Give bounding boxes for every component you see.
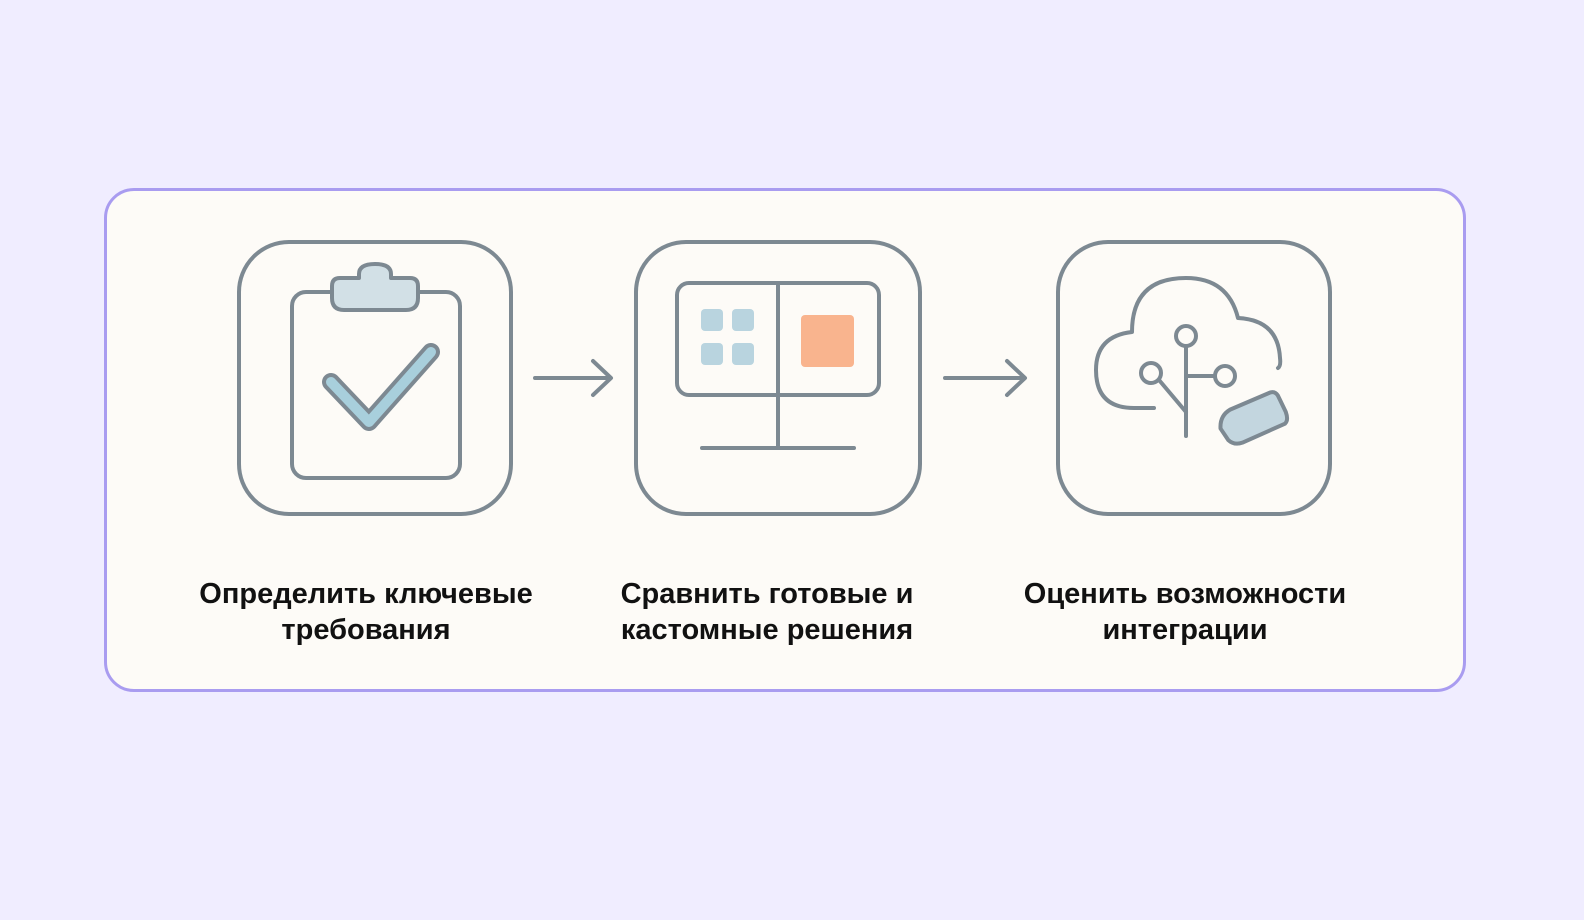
comparison-board-icon [675,281,881,450]
step-3-label-line-2: интеграции [1102,614,1268,646]
arrow-right-icon [943,359,1027,397]
step-1-label-line-1: Определить ключевые [199,578,533,610]
step-3-label-line-1: Оценить возможности [1023,578,1347,610]
step-1-icon-box [237,240,513,516]
step-2-label-line-2: кастомные решения [620,614,914,646]
step-2-label-line-1: Сравнить готовые и [620,578,914,610]
step-3-label: Оценить возможности интеграции [985,576,1385,648]
clipboard-check-icon [290,262,462,480]
cloud-phone-integration-icon [1094,276,1290,446]
step-2-label: Сравнить готовые и кастомные решения [567,576,967,648]
step-1-label-line-2: требования [281,614,451,646]
step-2-icon-box [634,240,922,516]
arrow-right-icon [533,359,613,397]
step-1-label: Определить ключевые требования [166,576,566,648]
step-3-icon-box [1056,240,1332,516]
